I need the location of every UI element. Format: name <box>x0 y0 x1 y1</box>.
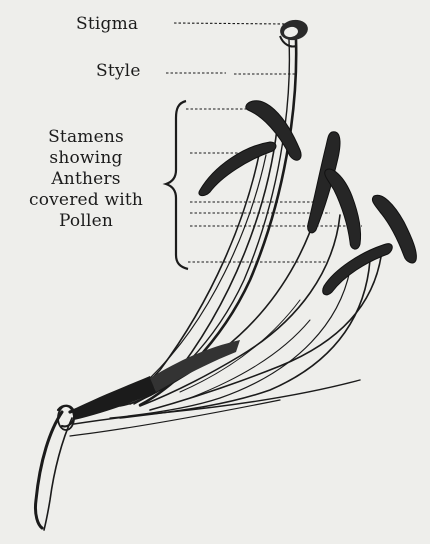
stamens-label-line-4: covered with <box>10 190 162 211</box>
style-label: Style <box>96 61 141 82</box>
stigma <box>278 18 309 47</box>
stamens-label-line-1: Stamens <box>10 127 162 148</box>
stamens-label-line-5: Pollen <box>10 211 162 232</box>
anther-2 <box>199 142 276 196</box>
anther-4 <box>325 169 361 249</box>
stamens-label-line-3: Anthers <box>10 169 162 190</box>
stamens-bracket <box>166 101 188 269</box>
stamens-label: Stamens showing Anthers covered with Pol… <box>10 127 162 232</box>
stamens-label-line-2: showing <box>10 148 162 169</box>
anther-6 <box>323 244 393 295</box>
stigma-label: Stigma <box>76 14 138 35</box>
stigma-leader-line <box>174 23 286 24</box>
